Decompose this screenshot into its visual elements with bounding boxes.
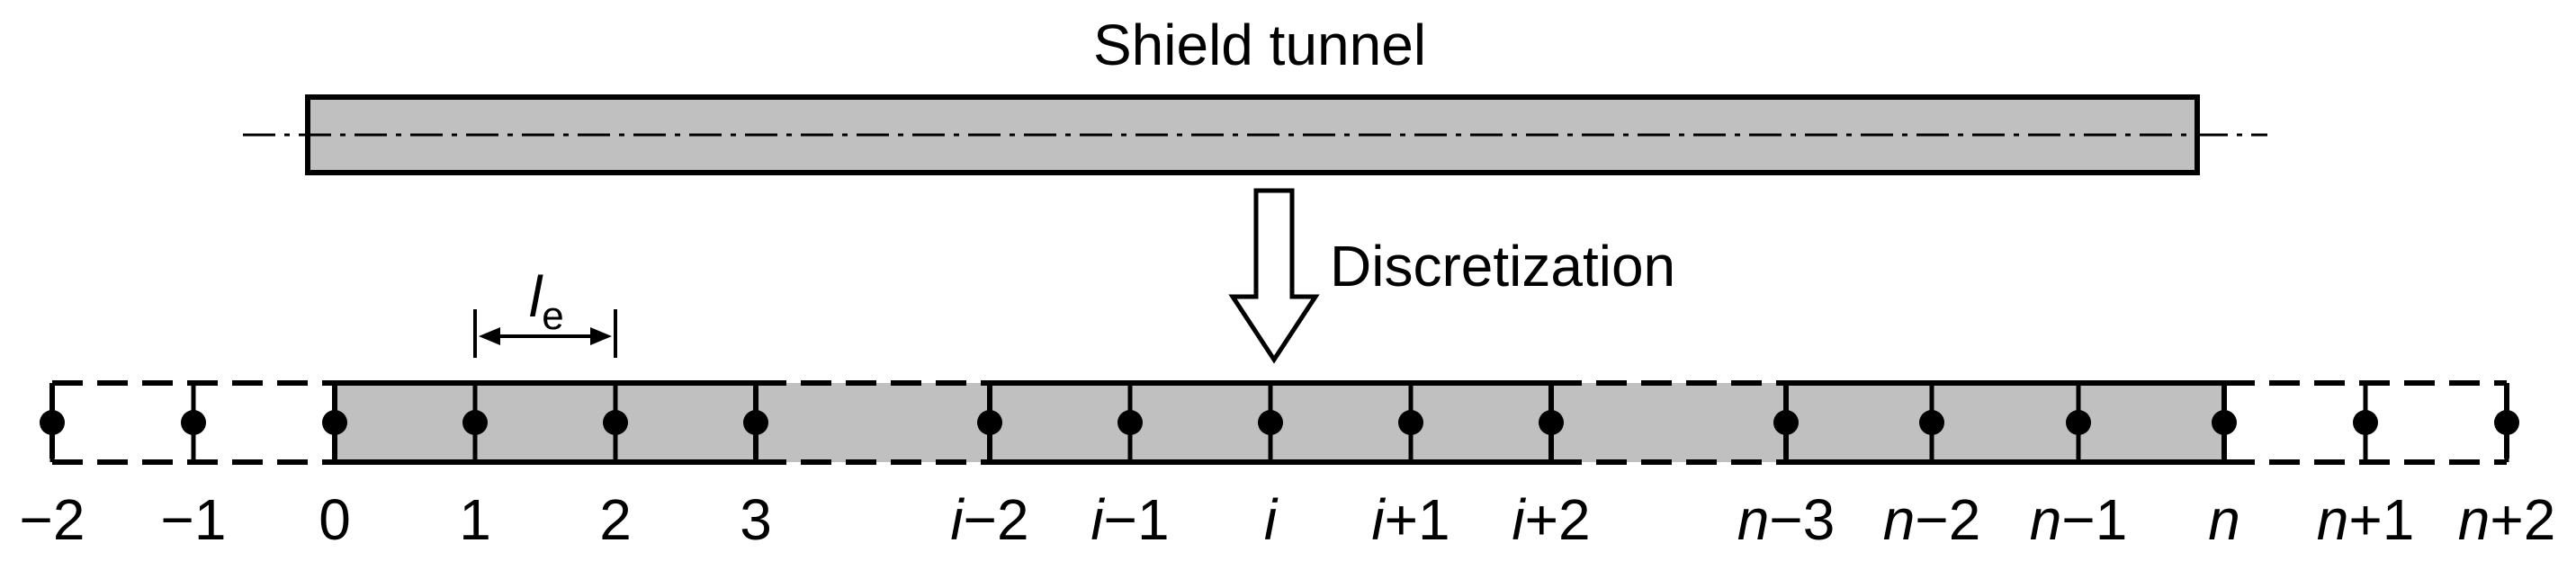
element-length-symbol: l <box>529 264 543 329</box>
node <box>1539 383 1564 462</box>
element-length-subscript: e <box>542 294 563 338</box>
node <box>2066 383 2091 462</box>
node-label: 3 <box>740 487 772 552</box>
node-label: n−3 <box>1737 487 1836 552</box>
node-dot <box>40 410 65 435</box>
node-label: i−1 <box>1091 487 1169 552</box>
node <box>322 383 347 462</box>
node-label: 0 <box>319 487 351 552</box>
node-label: −1 <box>161 487 227 552</box>
node-dot <box>1773 410 1799 435</box>
node-label: 2 <box>599 487 632 552</box>
node-label: i <box>1264 487 1279 552</box>
arrow-label: Discretization <box>1330 234 1675 298</box>
node-dot <box>1398 410 1423 435</box>
node-dot <box>1539 410 1564 435</box>
node <box>2494 383 2519 462</box>
node-dot <box>1919 410 1944 435</box>
node <box>462 383 488 462</box>
node-dot <box>743 410 768 435</box>
diagram-title: Shield tunnel <box>1093 13 1426 77</box>
node <box>181 383 206 462</box>
node-dot <box>2353 410 2378 435</box>
node <box>743 383 768 462</box>
node-label: n+1 <box>2317 487 2415 552</box>
node <box>1117 383 1143 462</box>
node <box>40 383 65 462</box>
node-label: i+1 <box>1371 487 1450 552</box>
node-dot <box>2066 410 2091 435</box>
node <box>2353 383 2378 462</box>
node-label: n+2 <box>2458 487 2556 552</box>
node-label: n <box>2208 487 2240 552</box>
node-dot <box>2494 410 2519 435</box>
node <box>1919 383 1944 462</box>
node-dot <box>603 410 628 435</box>
node-dot <box>2212 410 2237 435</box>
element-length-dimension <box>473 309 617 358</box>
node-dot <box>322 410 347 435</box>
node-label: n−1 <box>2030 487 2128 552</box>
node <box>977 383 1002 462</box>
node-label: −2 <box>20 487 85 552</box>
node <box>1773 383 1799 462</box>
node-label: i+2 <box>1512 487 1590 552</box>
discretized-beam: −2 −1 0 1 2 3 i−2 i−1 i i+1 i+2 n−3 n−2 n−1 n n+1 n+2 <box>20 380 2556 552</box>
node-label: n−2 <box>1883 487 1981 552</box>
node-dot <box>462 410 488 435</box>
discretization-arrow <box>1228 188 1320 364</box>
node <box>603 383 628 462</box>
node-dot <box>181 410 206 435</box>
node-label: 1 <box>459 487 491 552</box>
node <box>1258 383 1283 462</box>
element-length-label: le <box>529 264 564 338</box>
node-dot <box>977 410 1002 435</box>
node <box>1398 383 1423 462</box>
node <box>2212 383 2237 462</box>
node-dot <box>1117 410 1143 435</box>
node-dot <box>1258 410 1283 435</box>
node-label: i−2 <box>950 487 1028 552</box>
